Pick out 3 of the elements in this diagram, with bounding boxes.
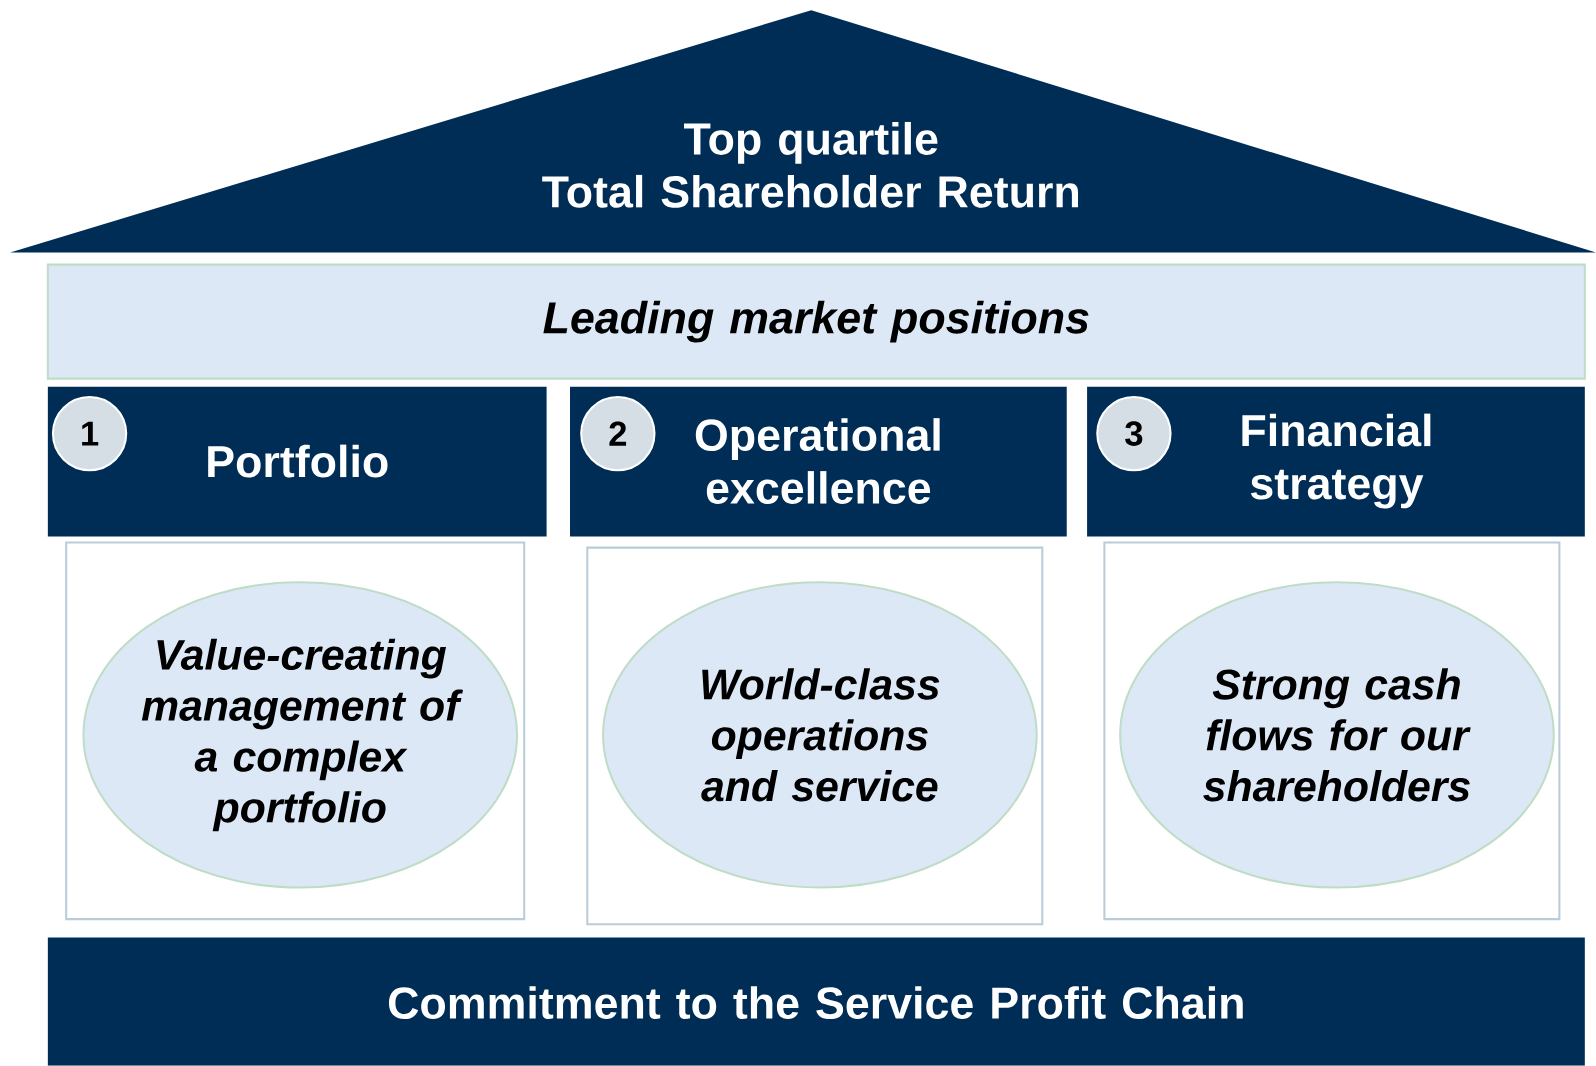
foundation-band: Commitment to the Service Profit Chain	[47, 937, 1585, 1066]
banner-band: Leading market positions	[46, 263, 1586, 380]
roof-triangle: Top quartile Total Shareholder Return	[10, 10, 1596, 253]
